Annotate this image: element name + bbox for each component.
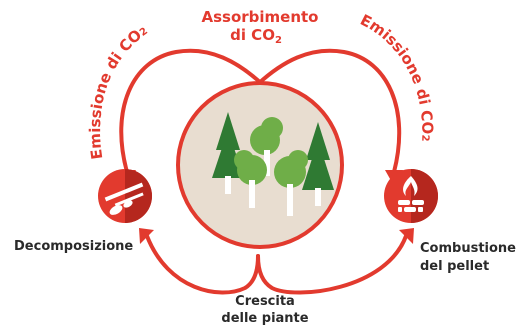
arrowhead-left-bottom xyxy=(139,228,154,244)
bottom-label-line1: Crescita xyxy=(235,294,295,309)
top-label-line2: di CO2 xyxy=(230,26,282,46)
flow-arrows xyxy=(119,48,408,295)
left-node xyxy=(98,169,152,223)
left-node-label: Decomposizione xyxy=(14,239,133,254)
right-node-label-line2: del pellet xyxy=(420,259,489,274)
right-node xyxy=(384,169,438,223)
burning-pellet-icon xyxy=(398,176,424,212)
right-node-label-line1: Combustione xyxy=(420,241,516,256)
bottom-left-arrow xyxy=(145,234,260,295)
center-node xyxy=(176,81,344,249)
top-left-arrow xyxy=(119,48,264,174)
bottom-right-arrow xyxy=(256,234,408,295)
left-arc-label: Emissione di CO2 xyxy=(86,26,150,161)
top-right-arrow xyxy=(256,48,402,174)
arrowhead-right-bottom xyxy=(399,228,414,244)
bottom-label-line2: delle piante xyxy=(221,311,308,326)
top-label-subscript: 2 xyxy=(275,35,282,46)
forest-icon xyxy=(212,112,334,216)
right-arc-subscript: 2 xyxy=(419,134,430,141)
top-label-line1: Assorbimento xyxy=(201,8,318,26)
decomposing-wood-icon xyxy=(104,182,144,215)
